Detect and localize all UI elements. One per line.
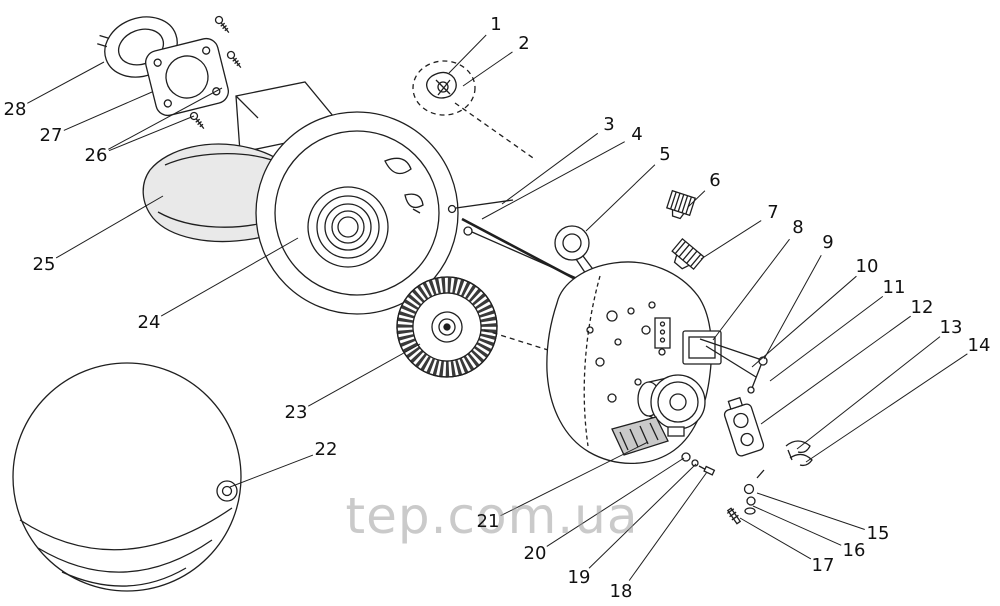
- callout-label-23: 23: [284, 402, 308, 423]
- gas-valve: [723, 396, 765, 457]
- callout-label-1: 1: [490, 14, 502, 35]
- callout-label-11: 11: [882, 277, 906, 298]
- callout-label-6: 6: [709, 170, 721, 191]
- callout-label-25: 25: [32, 254, 56, 275]
- leader-line-1: [448, 34, 487, 74]
- motor: [637, 374, 706, 437]
- control-box: [654, 317, 722, 365]
- callout-label-20: 20: [523, 543, 547, 564]
- leader-line-4: [481, 141, 625, 220]
- leader-line-21: [500, 441, 649, 517]
- leader-line-5: [585, 164, 656, 232]
- leader-line-18: [628, 471, 708, 581]
- leader-line-17: [739, 517, 812, 560]
- callout-label-28: 28: [3, 99, 27, 120]
- leader-line-2: [462, 51, 513, 87]
- retaining-clip: [785, 440, 813, 467]
- leader-line-27: [63, 91, 153, 131]
- expansion-tank: [12, 362, 242, 592]
- fan-coupling: [412, 60, 537, 161]
- callout-label-16: 16: [842, 540, 866, 561]
- leader-line-19: [588, 463, 697, 569]
- leader-line-23: [307, 343, 421, 407]
- callout-label-14: 14: [967, 335, 991, 356]
- leader-line-24: [160, 237, 299, 317]
- leader-line-9: [763, 255, 822, 360]
- callout-label-22: 22: [314, 439, 338, 460]
- leader-line-25: [55, 195, 164, 259]
- leader-line-22: [229, 454, 314, 488]
- callout-label-7: 7: [767, 202, 779, 223]
- leader-line-12: [760, 315, 911, 425]
- callout-label-15: 15: [866, 523, 890, 544]
- callout-label-24: 24: [137, 312, 161, 333]
- callout-label-3: 3: [603, 114, 615, 135]
- callout-label-5: 5: [659, 144, 671, 165]
- leader-line-7: [700, 220, 762, 260]
- callout-label-21: 21: [476, 511, 500, 532]
- callout-label-12: 12: [910, 297, 934, 318]
- leader-line-26: [108, 115, 195, 152]
- callout-label-17: 17: [811, 555, 835, 576]
- callout-label-8: 8: [792, 217, 804, 238]
- callout-label-4: 4: [631, 124, 643, 145]
- connector-7: [671, 237, 705, 271]
- callout-label-10: 10: [855, 256, 879, 277]
- leader-line-26: [108, 87, 223, 150]
- callout-label-18: 18: [609, 581, 633, 602]
- callout-label-27: 27: [39, 125, 63, 146]
- leader-line-6: [687, 190, 706, 208]
- leader-line-20: [546, 457, 685, 547]
- leader-line-16: [752, 505, 842, 546]
- pilot-assembly: [681, 452, 716, 476]
- leader-line-15: [756, 492, 865, 530]
- callout-label-26: 26: [84, 145, 108, 166]
- assembly-axis-dashed: [483, 329, 549, 351]
- callout-label-2: 2: [518, 33, 530, 54]
- fan-wheel: [396, 276, 498, 378]
- callout-label-13: 13: [939, 317, 963, 338]
- callout-label-9: 9: [822, 232, 834, 253]
- leader-line-3: [501, 132, 599, 205]
- nozzle-bracket: [611, 416, 669, 456]
- leader-line-13: [796, 336, 941, 450]
- leader-line-14: [805, 353, 968, 463]
- leader-line-10: [751, 275, 857, 368]
- callout-label-19: 19: [567, 567, 591, 588]
- damper-lever: [699, 338, 768, 394]
- mounting-hardware: [726, 469, 765, 525]
- blower-housing: [255, 111, 459, 315]
- connector-6: [665, 189, 697, 220]
- leader-line-28: [27, 61, 105, 104]
- leader-lines: [27, 34, 968, 581]
- leader-line-11: [769, 295, 884, 382]
- leader-line-8: [712, 238, 790, 341]
